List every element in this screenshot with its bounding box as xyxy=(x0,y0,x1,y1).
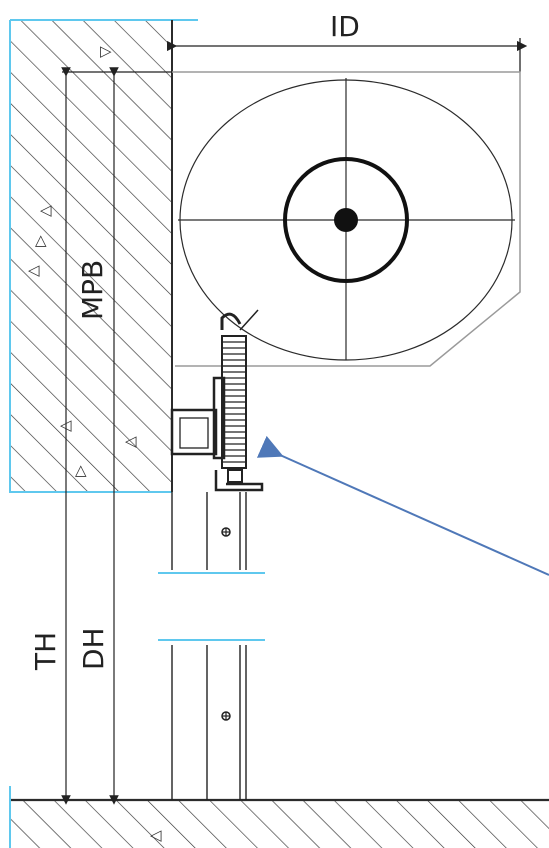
id-label: ID xyxy=(330,10,360,43)
svg-text:◁: ◁ xyxy=(28,261,40,279)
vertical-dimensions: MPB TH DH xyxy=(29,67,172,805)
roller-housing xyxy=(172,71,521,367)
curtain-assembly xyxy=(170,309,264,492)
svg-text:◁: ◁ xyxy=(40,201,52,219)
mpb-label: MPB xyxy=(76,260,109,320)
svg-text:△: △ xyxy=(35,231,47,249)
svg-text:◁: ◁ xyxy=(125,432,137,450)
svg-text:▷: ▷ xyxy=(100,42,112,60)
roller-drum xyxy=(178,78,515,361)
guide-rails xyxy=(171,492,247,800)
svg-text:◁: ◁ xyxy=(150,826,162,844)
wall-section: ▷ ◁ ◁ △ ◁ ◁ △ xyxy=(9,19,198,493)
dh-label: DH xyxy=(77,627,110,670)
break-lines xyxy=(158,572,265,641)
id-dimension: ID xyxy=(166,10,528,72)
svg-text:△: △ xyxy=(75,461,87,479)
screw-icons xyxy=(221,527,231,721)
th-label: TH xyxy=(29,632,62,671)
floor-section: ◁ xyxy=(9,786,549,848)
callout-arrow xyxy=(256,435,549,576)
